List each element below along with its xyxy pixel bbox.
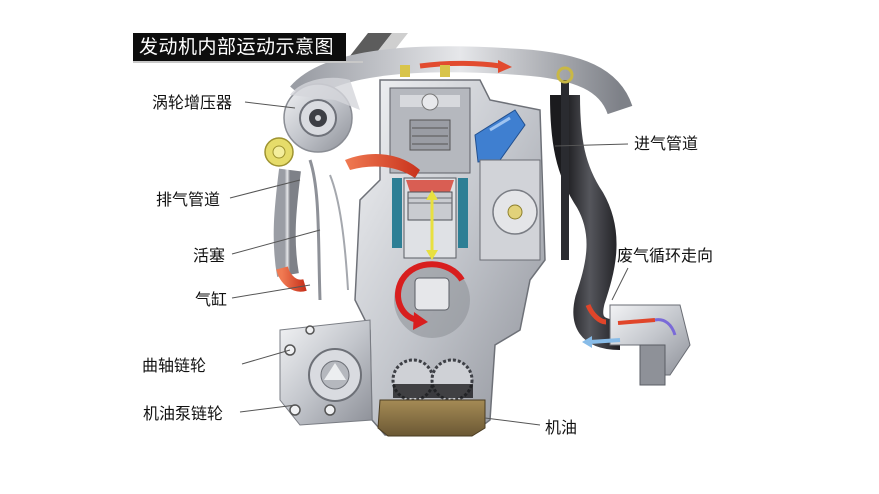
label-crankshaft-sprocket: 曲轴链轮 <box>142 356 207 375</box>
label-exhaust-pipe: 排气管道 <box>156 190 221 209</box>
label-turbocharger: 涡轮增压器 <box>152 93 233 112</box>
label-engine-oil: 机油 <box>545 418 578 437</box>
label-intake-pipe: 进气管道 <box>634 134 699 153</box>
diagram-title: 发动机内部运动示意图 <box>133 33 347 61</box>
title-underline <box>133 61 363 63</box>
label-piston: 活塞 <box>193 246 226 265</box>
label-cylinder: 气缸 <box>195 290 228 309</box>
label-oil-pump-sprocket: 机油泵链轮 <box>143 404 224 423</box>
label-egr-flow: 废气循环走向 <box>617 246 714 265</box>
